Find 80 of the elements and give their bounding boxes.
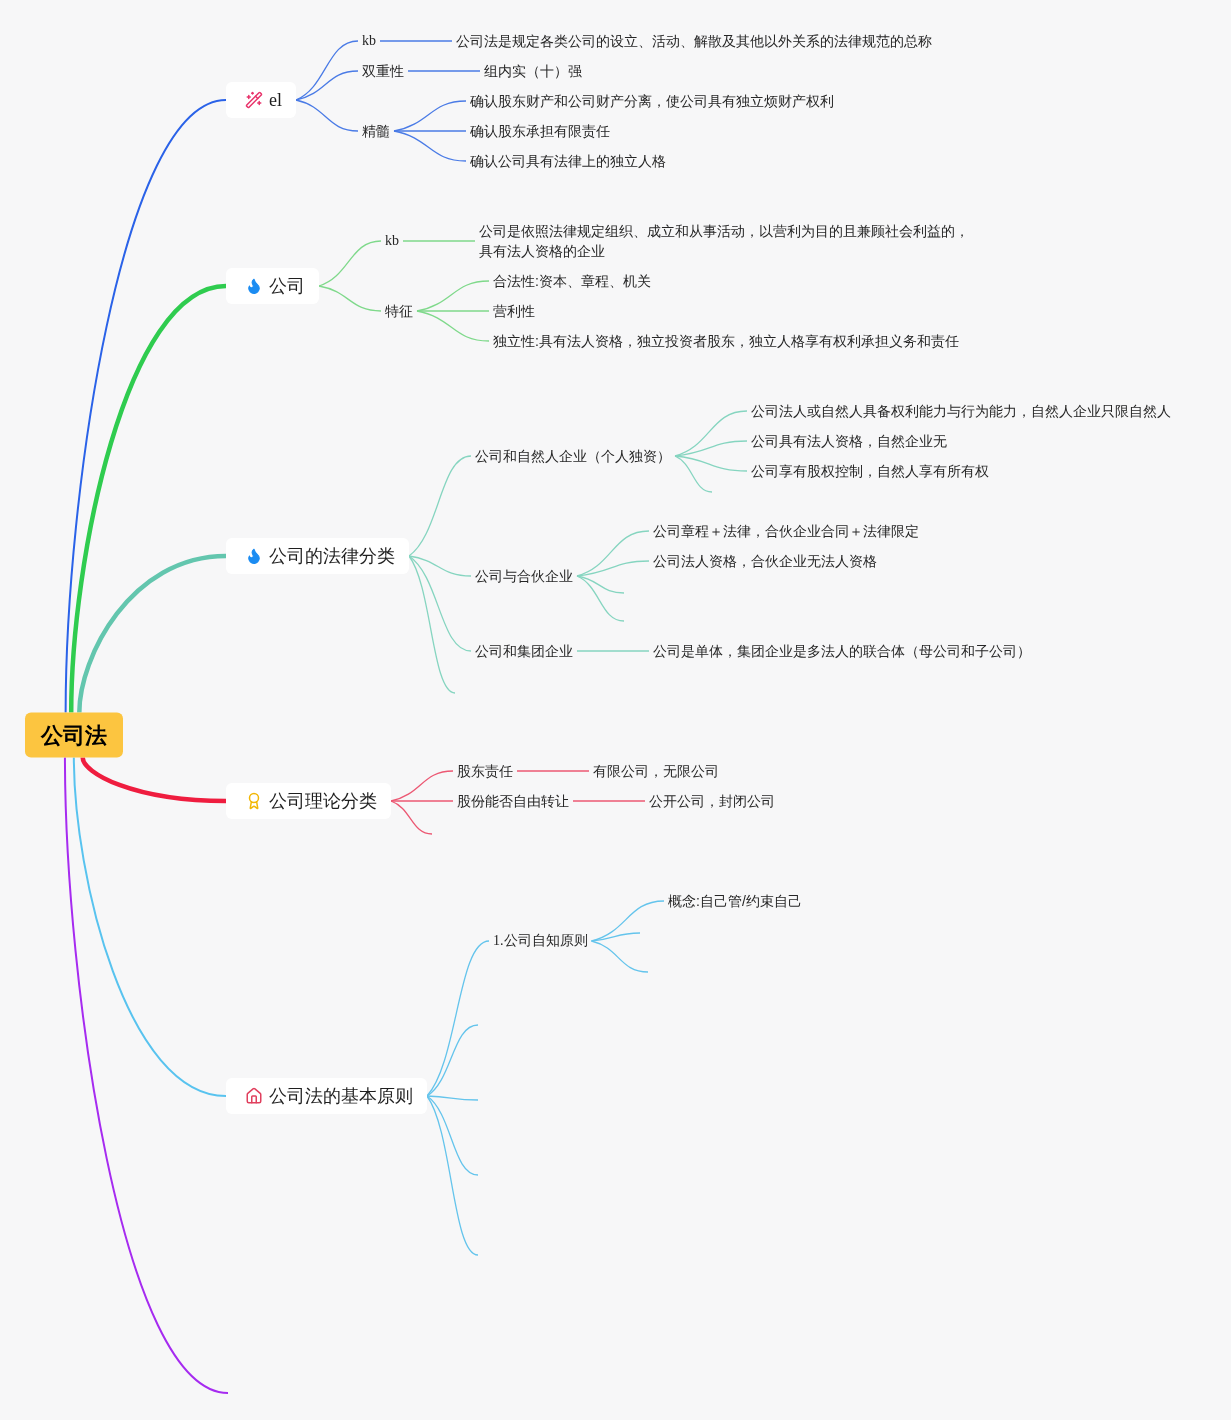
topic-text: 有限公司，无限公司 (589, 763, 723, 779)
branch-line (590, 932, 641, 942)
topic-text: 公司与合伙企业 (471, 568, 577, 584)
topic-text: 公司是单体，集团企业是多法人的联合体（母公司和子公司） (649, 643, 1035, 659)
topic-label: el (269, 89, 282, 112)
branch-line (516, 770, 590, 772)
topic-text: 确认公司具有法律上的独立人格 (466, 153, 670, 169)
topic-text: kb (381, 233, 403, 249)
topic-text: 公司章程＋法律，合伙企业合同＋法律限定 (649, 523, 923, 539)
topic-text: 1.公司自知原则 (489, 933, 592, 949)
branch-line (674, 440, 748, 457)
topic-text: 精髓 (358, 123, 394, 139)
branch-line (408, 555, 472, 577)
branch-line (295, 70, 359, 101)
topic-text: 公司和自然人企业（个人独资） (471, 448, 675, 464)
topic-text: 营利性 (489, 303, 539, 319)
branch-line (407, 70, 481, 72)
topic-label: 公司理论分类 (269, 790, 377, 813)
branch-line (408, 455, 472, 557)
branch-line (318, 240, 382, 287)
topic-text: 独立性:具有法人资格，独立投资者股东，独立人格享有权利承担义务和责任 (489, 333, 963, 349)
branch-line (576, 650, 650, 652)
branch-line (674, 455, 748, 472)
topic-text: 股份能否自由转让 (453, 793, 573, 809)
topic-text: 组内实（十）强 (480, 63, 586, 79)
topic-text: 公司和集团企业 (471, 643, 577, 659)
branch-line (576, 560, 650, 577)
topic-text: 确认股东财产和公司财产分离，使公司具有独立烦财产权利 (466, 93, 838, 109)
branch-line (426, 1095, 479, 1101)
topic-text: kb (358, 33, 380, 49)
branch-line (379, 40, 453, 42)
branch-line (64, 99, 227, 714)
topic-text: 公司享有股权控制，自然人享有所有权 (747, 463, 993, 479)
topic-text: 公司法人资格，合伙企业无法人资格 (649, 553, 881, 569)
topic-card (226, 538, 409, 574)
branch-line (68, 283, 227, 713)
branch-line (63, 756, 229, 1394)
branch-line (590, 940, 649, 973)
topic-label: 公司 (269, 275, 305, 298)
branch-line (572, 800, 646, 802)
topic-card (226, 268, 319, 304)
branch-line (416, 310, 490, 312)
branch-line (295, 40, 359, 101)
branch-line (72, 756, 227, 1097)
topic-text: 公司是依照法律规定组织、成立和从事活动，以营利为目的且兼顾社会利益的，具有法人资格的企业 (475, 221, 977, 261)
topic-label: 公司法的基本原则 (269, 1085, 413, 1108)
root-topic: 公司法 (25, 712, 123, 758)
branch-line (318, 285, 382, 312)
branch-line (426, 940, 490, 1097)
topic-text: 公司法人或自然人具备权利能力与行为能力，自然人企业只限自然人 (747, 403, 1175, 419)
topic-text: 公司法是规定各类公司的设立、活动、解散及其他以外关系的法律规范的总称 (452, 33, 936, 49)
branch-line (426, 1095, 479, 1176)
topic-text: 双重性 (358, 63, 408, 79)
branch-line (576, 575, 625, 622)
branch-line (426, 1024, 479, 1097)
branch-line (426, 1095, 479, 1256)
branch-line (408, 555, 456, 694)
branch-line (393, 130, 467, 132)
topic-text: 概念:自己管/约束自己 (664, 893, 806, 909)
branch-line (390, 800, 454, 802)
topic-card (226, 783, 391, 819)
branch-line (402, 240, 476, 242)
topic-card (226, 1078, 427, 1114)
branch-line (408, 555, 472, 652)
branch-line (576, 575, 625, 594)
topic-card (226, 82, 296, 118)
branch-line (295, 99, 359, 132)
branch-line (80, 756, 227, 804)
branch-line (674, 455, 713, 493)
topic-text: 股东责任 (453, 763, 517, 779)
branch-line (77, 553, 227, 713)
topic-text: 合法性:资本、章程、机关 (489, 273, 655, 289)
topic-text: 特征 (381, 303, 417, 319)
topic-text: 公司具有法人资格，自然企业无 (747, 433, 951, 449)
branch-line (390, 800, 433, 835)
branch-line (674, 410, 748, 457)
topic-text: 公开公司，封闭公司 (645, 793, 779, 809)
topic-text: 确认股东承担有限责任 (466, 123, 614, 139)
topic-label: 公司的法律分类 (269, 545, 395, 568)
branch-line (576, 530, 650, 577)
